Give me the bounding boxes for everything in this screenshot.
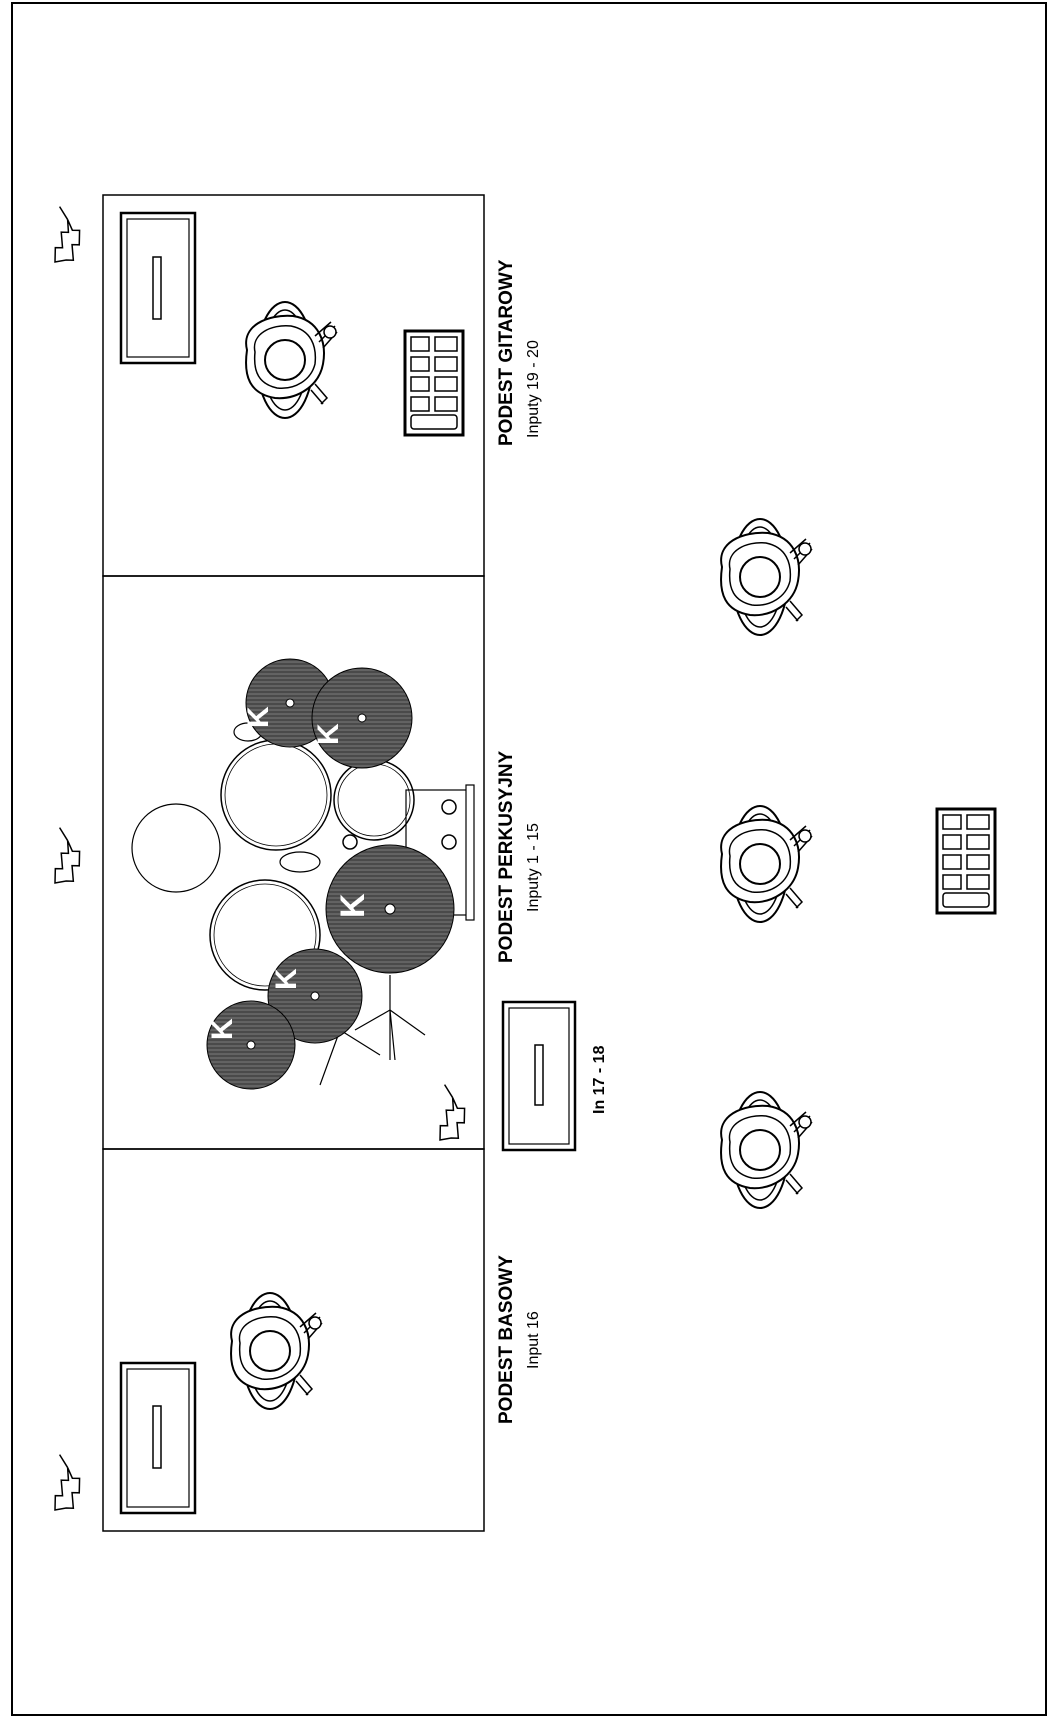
cymbal-icon: K xyxy=(311,667,413,769)
amplifier-icon xyxy=(501,1000,577,1152)
musician-icon xyxy=(720,1091,813,1209)
guitar-platform-title: PODEST GITAROWY xyxy=(496,259,517,446)
svg-text:K: K xyxy=(206,1018,239,1040)
amplifier-icon xyxy=(119,1361,197,1515)
pedalboard-icon xyxy=(935,807,997,915)
cymbal-icon: K xyxy=(325,844,455,974)
drum-platform-inputs: Inputy 1 - 15 xyxy=(525,823,542,912)
power-outlet-icon xyxy=(31,205,95,271)
musician-icon xyxy=(230,1292,323,1410)
bass-platform xyxy=(102,1148,485,1532)
power-outlet-icon xyxy=(31,826,95,892)
svg-text:K: K xyxy=(312,723,345,745)
pedalboard-icon xyxy=(403,329,465,437)
power-outlet-icon xyxy=(416,1083,480,1149)
drum-kit-icon xyxy=(131,722,475,1086)
musician-icon xyxy=(720,805,813,923)
power-outlet-icon xyxy=(31,1453,95,1519)
cymbal-icon: K xyxy=(206,1000,296,1090)
bass-platform-inputs: Input 16 xyxy=(525,1311,542,1369)
svg-text:K: K xyxy=(334,893,372,918)
bass-platform-title: PODEST BASOWY xyxy=(496,1255,517,1424)
svg-text:K: K xyxy=(270,968,303,990)
cymbal-icon: K xyxy=(267,948,363,1044)
drum-platform-title: PODEST PERKUSYJNY xyxy=(496,750,517,963)
musician-icon xyxy=(245,301,338,419)
guitar-platform-inputs: Inputy 19 - 20 xyxy=(525,340,542,438)
page-border xyxy=(11,2,1047,1716)
monitor-amp-inputs: In 17 - 18 xyxy=(591,1045,608,1114)
amplifier-icon xyxy=(119,211,197,365)
musician-icon xyxy=(720,518,813,636)
svg-text:K: K xyxy=(242,706,275,728)
